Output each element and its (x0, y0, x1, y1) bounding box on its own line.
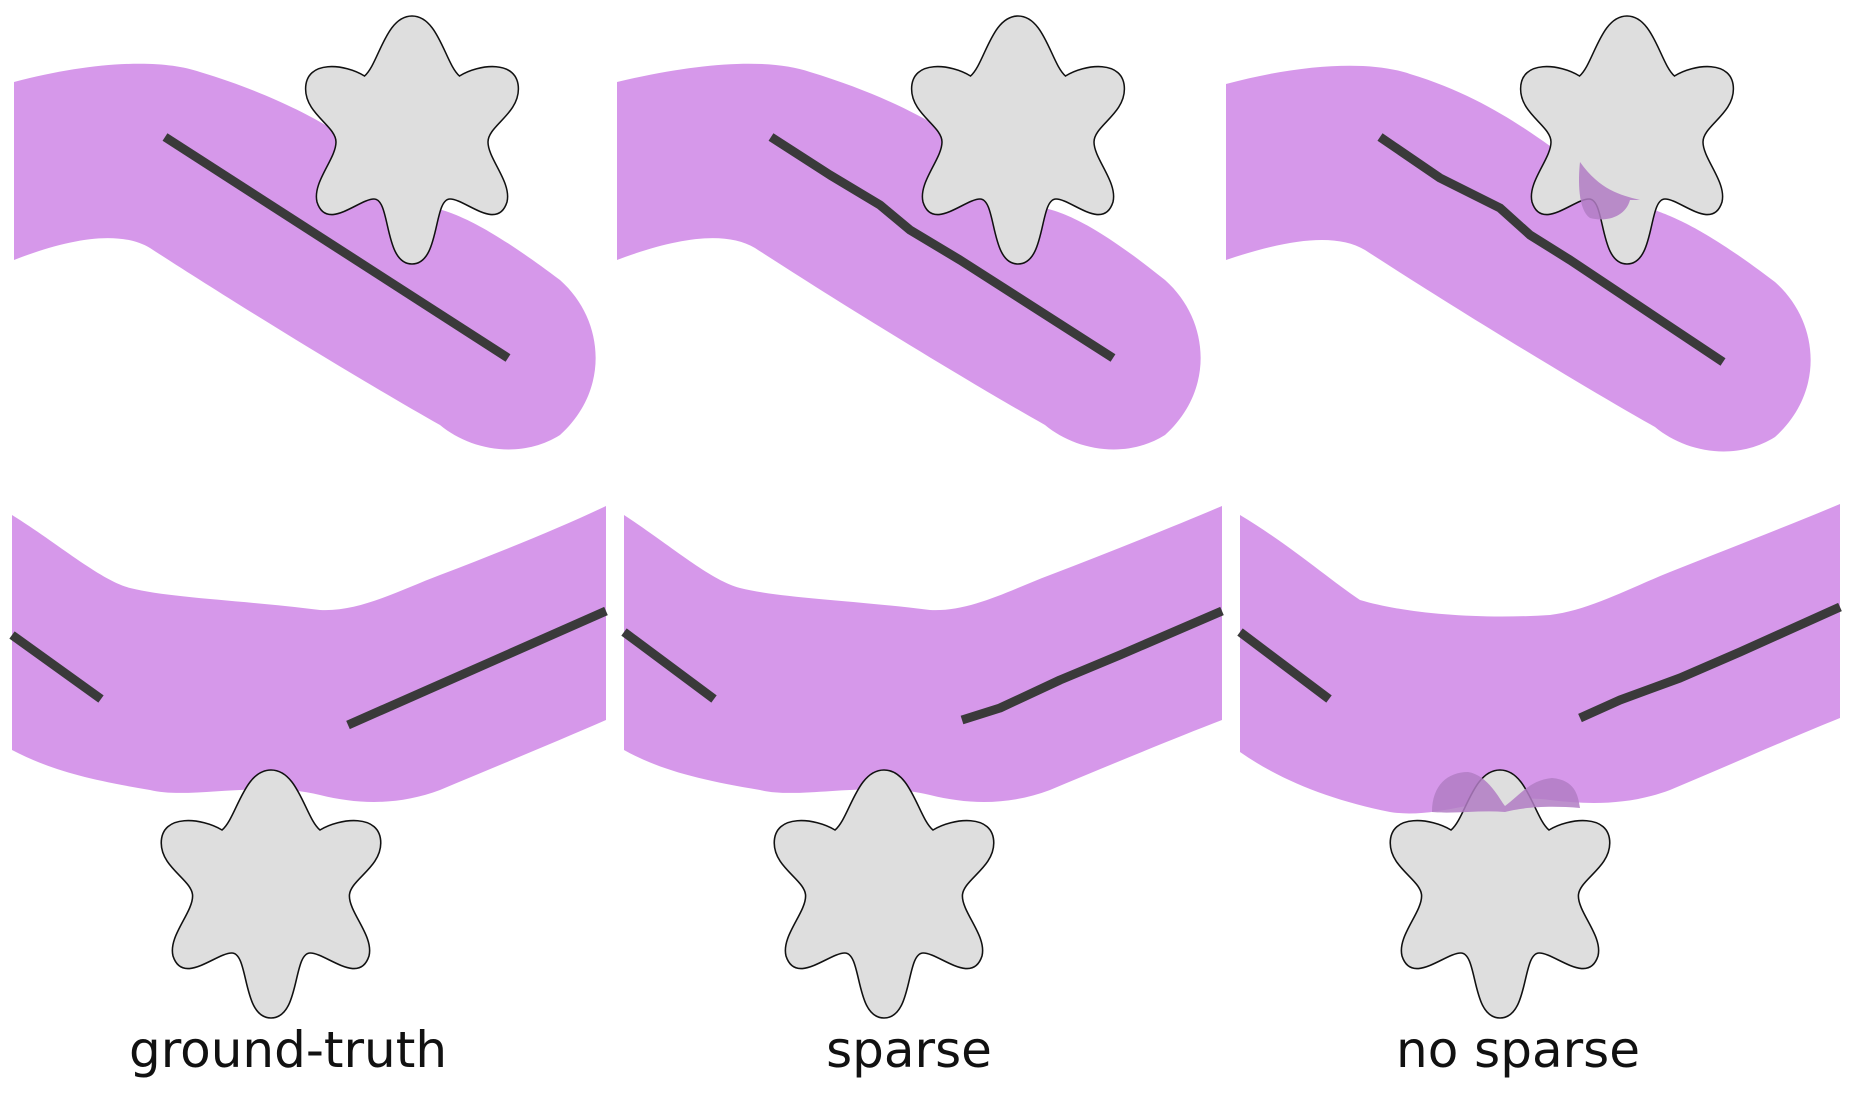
top-band (1226, 65, 1811, 452)
top-band (617, 63, 1201, 450)
bottom-left-segment (9, 631, 104, 703)
bottom-star (773, 769, 995, 1019)
top-overlap-region (1579, 162, 1640, 220)
top-segment (768, 133, 1116, 362)
panel-no-sparse (1226, 15, 1842, 1019)
top-band (14, 63, 596, 450)
bottom-star (160, 769, 382, 1019)
bottom-overlap-region (1432, 772, 1580, 813)
bottom-band (12, 506, 606, 802)
panel-ground-truth (9, 15, 608, 1019)
caption-sparse: sparse (826, 1021, 992, 1079)
bottom-band (624, 506, 1222, 802)
panel-sparse (617, 15, 1224, 1019)
bottom-left-segment (621, 628, 717, 703)
bottom-left-segment (1237, 628, 1332, 703)
top-segment (162, 133, 511, 362)
bottom-right-segment (960, 606, 1224, 725)
caption-no-sparse: no sparse (1396, 1021, 1640, 1079)
bottom-right-segment (346, 606, 608, 730)
caption-ground-truth: ground-truth (128, 1021, 448, 1079)
bottom-right-segment (1578, 602, 1842, 723)
bottom-band (1240, 504, 1840, 814)
top-segment (1377, 133, 1726, 366)
